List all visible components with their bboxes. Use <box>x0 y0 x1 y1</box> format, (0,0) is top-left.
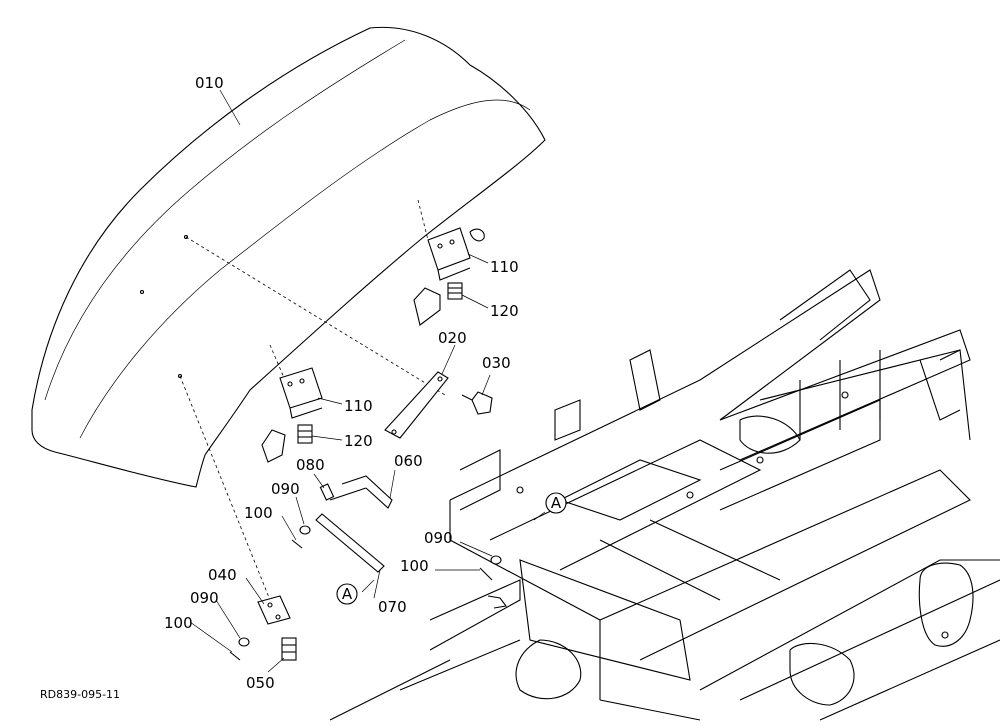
label-010: 010 <box>195 74 224 92</box>
label-020: 020 <box>438 329 467 347</box>
marker-a-2: A <box>336 583 358 605</box>
leader-lines <box>189 89 546 673</box>
bolt-050 <box>281 637 297 661</box>
label-030: 030 <box>482 354 511 372</box>
label-080: 080 <box>296 456 325 474</box>
bracket-110-upper <box>413 227 485 326</box>
bracket-040 <box>257 595 291 625</box>
marker-a-1: A <box>545 492 567 514</box>
washers-and-clips <box>229 525 507 661</box>
svg-text:A: A <box>551 494 562 512</box>
link-070 <box>315 513 385 573</box>
pin-080 <box>319 483 335 501</box>
label-090-a: 090 <box>271 480 300 498</box>
svg-text:A: A <box>342 585 353 603</box>
label-120-lower: 120 <box>344 432 373 450</box>
label-100-c: 100 <box>164 614 193 632</box>
drawing-reference: RD839-095-11 <box>40 688 120 701</box>
label-040: 040 <box>208 566 237 584</box>
alignment-lines <box>179 199 446 601</box>
bracket-110-lower <box>261 367 323 463</box>
label-090-c: 090 <box>190 589 219 607</box>
label-090-b: 090 <box>424 529 453 547</box>
knob-030 <box>461 391 493 415</box>
label-110-lower: 110 <box>344 397 373 415</box>
label-100-b: 100 <box>400 557 429 575</box>
label-060: 060 <box>394 452 423 470</box>
label-100-a: 100 <box>244 504 273 522</box>
label-110-upper: 110 <box>490 258 519 276</box>
bonnet-cover <box>31 26 546 488</box>
plate-020 <box>384 371 449 439</box>
rod-060 <box>329 475 393 509</box>
chassis-frame <box>329 269 1000 721</box>
label-070: 070 <box>378 598 407 616</box>
label-120-upper: 120 <box>490 302 519 320</box>
label-050: 050 <box>246 674 275 692</box>
